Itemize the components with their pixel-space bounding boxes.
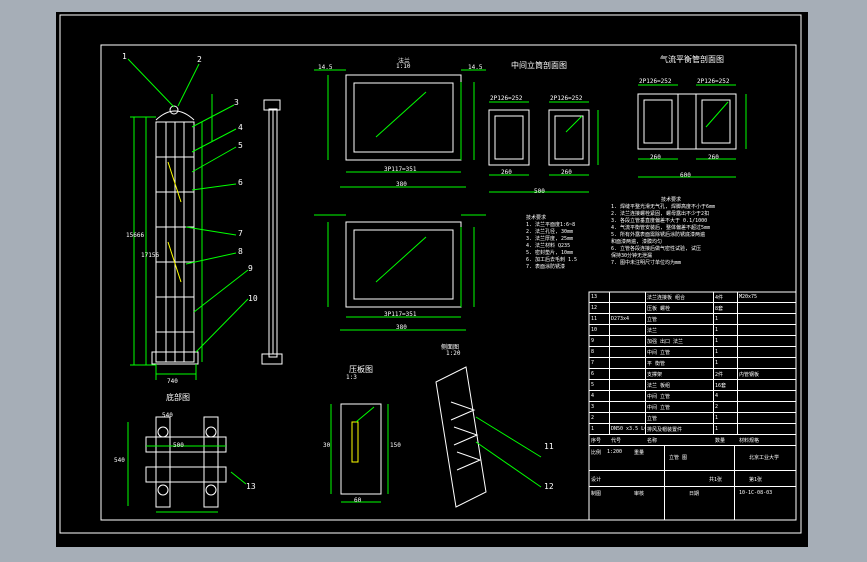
base-plan (127, 416, 247, 513)
press-plate (330, 403, 389, 503)
cad-viewport[interactable]: 1 2 3 4 5 6 7 8 9 10 11 12 13 底部图 中间立筒剖面… (56, 12, 808, 547)
side-sloped (435, 366, 542, 508)
airflow-sections (637, 84, 747, 178)
flange-plan-top (314, 69, 486, 188)
inner-frame (100, 44, 797, 521)
side-column (261, 99, 283, 365)
cad-drawing (59, 14, 802, 534)
outer-frame (59, 14, 802, 534)
flange-plan-bottom (314, 214, 486, 331)
title-block (588, 291, 797, 521)
elevation-view (127, 58, 249, 380)
mid-sections (488, 101, 599, 193)
